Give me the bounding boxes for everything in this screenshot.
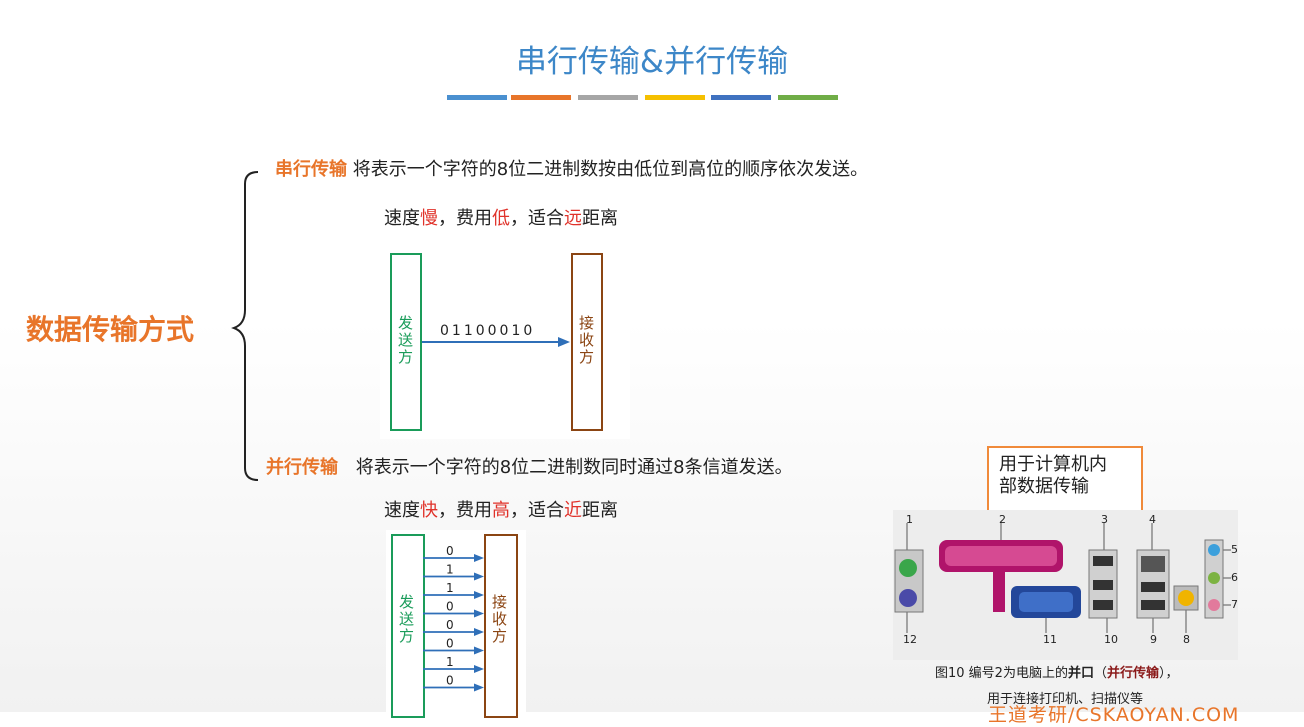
channel-arrowhead bbox=[474, 683, 484, 692]
serial-description: 将表示一个字符的8位二进制数按由低位到高位的顺序依次发送。 bbox=[352, 159, 869, 180]
serial-label: 串行传输 bbox=[275, 159, 347, 180]
channel-arrowhead bbox=[474, 628, 484, 636]
ports-figure: 1 2 3 4 5 6 7 12 11 10 9 8 bbox=[893, 510, 1238, 660]
channel-arrowhead bbox=[474, 591, 484, 599]
rear-panel-ports-illustration bbox=[894, 523, 1231, 633]
serial-diagram: 发送方 接收方 01100010 bbox=[380, 243, 630, 439]
parallel-diagram: 发送方 接收方 0 1 1 0 0 0 1 0 bbox=[386, 530, 526, 718]
channel-bit-label: 0 bbox=[446, 600, 454, 614]
color-bar-5 bbox=[711, 95, 771, 100]
channel-bit-label: 1 bbox=[446, 655, 454, 669]
serial-row: 串行传输 将表示一个字符的8位二进制数按由低位到高位的顺序依次发送。 bbox=[275, 155, 868, 181]
port-number: 11 bbox=[1043, 633, 1057, 646]
sender-box bbox=[390, 253, 422, 431]
parallel-description: 将表示一个字符的8位二进制数同时通过8条信道发送。 bbox=[355, 457, 793, 478]
watermark: 王道考研/CSKAOYAN.COM bbox=[988, 704, 1240, 726]
main-topic-label: 数据传输方式 bbox=[26, 313, 195, 346]
channel-bit-label: 0 bbox=[446, 674, 454, 688]
channel-bit-label: 1 bbox=[446, 563, 454, 577]
port-number: 7 bbox=[1231, 598, 1238, 611]
port-number: 10 bbox=[1104, 633, 1118, 646]
port-number: 3 bbox=[1101, 513, 1108, 526]
receiver-label: 接收方 bbox=[492, 593, 508, 645]
distance-label: ，适合 bbox=[510, 500, 564, 521]
caption-bold-parallel-port: 并口 bbox=[1067, 666, 1094, 681]
channel-bit-label: 1 bbox=[446, 581, 454, 595]
serial-arrow bbox=[422, 337, 570, 347]
curly-brace bbox=[231, 171, 259, 481]
port-number: 12 bbox=[903, 633, 917, 646]
channel-arrowhead bbox=[474, 665, 484, 673]
caption-text: ）， bbox=[1159, 666, 1179, 681]
cost-value: 高 bbox=[492, 500, 510, 521]
color-bar-3 bbox=[578, 95, 638, 100]
channel-bit-label: 0 bbox=[446, 618, 454, 632]
caption-text: 图10 编号2为电脑上的 bbox=[935, 666, 1068, 681]
distance-suffix: 距离 bbox=[582, 208, 618, 229]
channel-arrowhead bbox=[474, 554, 484, 562]
figure-caption: 图10 编号2为电脑上的并口（并行传输）， bbox=[935, 662, 1179, 681]
cost-label: ，费用 bbox=[438, 208, 492, 229]
color-bar-2 bbox=[511, 95, 571, 100]
figure-caption-line-2: 用于连接打印机、扫描仪等 bbox=[987, 692, 1144, 707]
callout-box: 用于计算机内 部数据传输 bbox=[987, 446, 1143, 512]
color-bar-6 bbox=[778, 95, 838, 100]
speed-value: 慢 bbox=[420, 208, 438, 229]
callout-line-2: 部数据传输 bbox=[999, 476, 1089, 497]
receiver-box bbox=[571, 253, 603, 431]
channel-bit-label: 0 bbox=[446, 637, 454, 651]
port-number: 4 bbox=[1149, 513, 1156, 526]
port-number: 1 bbox=[906, 513, 913, 526]
port-number: 2 bbox=[999, 513, 1006, 526]
parallel-row: 并行传输 将表示一个字符的8位二进制数同时通过8条信道发送。 bbox=[266, 453, 793, 479]
caption-text: （ bbox=[1093, 666, 1107, 681]
parallel-label: 并行传输 bbox=[266, 457, 338, 478]
port-number: 8 bbox=[1183, 633, 1190, 646]
channel-arrowhead bbox=[474, 646, 484, 655]
port-number: 5 bbox=[1231, 543, 1238, 556]
distance-value: 近 bbox=[564, 500, 582, 521]
channel-arrowhead bbox=[474, 572, 484, 581]
channel-bit-label: 0 bbox=[446, 544, 454, 558]
channel-arrowhead bbox=[474, 609, 484, 618]
distance-label: ，适合 bbox=[510, 208, 564, 229]
sender-label: 发送方 bbox=[399, 593, 415, 645]
color-bar-4 bbox=[645, 95, 705, 100]
sender-label: 发送方 bbox=[398, 314, 414, 366]
serial-properties: 速度慢，费用低，适合远距离 bbox=[384, 204, 618, 230]
speed-value: 快 bbox=[420, 500, 438, 521]
cost-value: 低 bbox=[492, 208, 510, 229]
caption-bold-parallel-transmission: 并行传输 bbox=[1106, 666, 1159, 681]
speed-label: 速度 bbox=[384, 208, 420, 229]
receiver-label: 接收方 bbox=[579, 314, 595, 366]
distance-suffix: 距离 bbox=[582, 500, 618, 521]
speed-label: 速度 bbox=[384, 500, 420, 521]
serial-bits: 01100010 bbox=[440, 323, 536, 339]
color-bar-1 bbox=[447, 95, 507, 100]
distance-value: 远 bbox=[564, 208, 582, 229]
port-number: 9 bbox=[1150, 633, 1157, 646]
cost-label: ，费用 bbox=[438, 500, 492, 521]
page-title: 串行传输&并行传输 bbox=[515, 44, 789, 80]
parallel-properties: 速度快，费用高，适合近距离 bbox=[384, 496, 618, 522]
callout-line-1: 用于计算机内 bbox=[999, 454, 1107, 475]
port-number: 6 bbox=[1231, 571, 1238, 584]
